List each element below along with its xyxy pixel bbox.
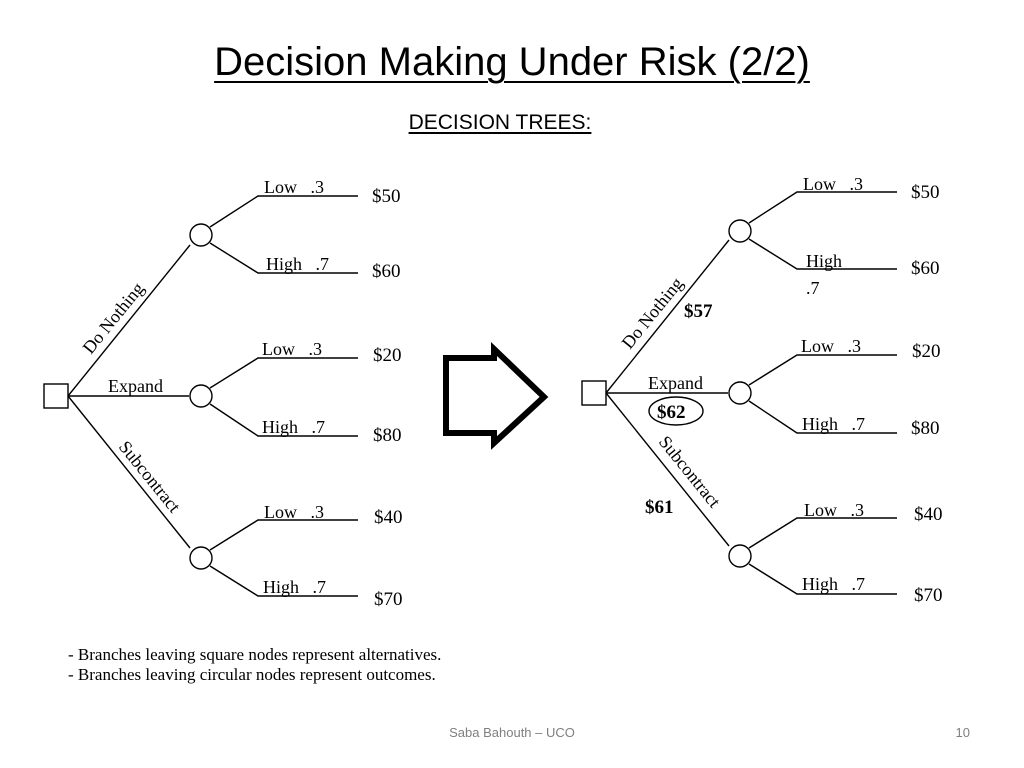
right-decision-node xyxy=(581,380,607,406)
right-outcome-line-3 xyxy=(748,354,897,386)
right-alt-label-do-nothing: Do Nothing xyxy=(618,273,687,352)
right-outcome-label-line2: .7 xyxy=(806,278,820,298)
right-branch-do-nothing xyxy=(605,239,730,394)
right-payoff: $80 xyxy=(911,418,940,439)
left-alt-label-subcontract: Subcontract xyxy=(115,437,185,516)
note-line: - Branches leaving square nodes represen… xyxy=(68,645,442,664)
slide-subtitle: DECISION TREES: xyxy=(408,111,592,134)
right-payoff: $40 xyxy=(914,504,943,525)
expected-value-subcontract: $61 xyxy=(645,497,674,518)
right-outcome-label: High .7 xyxy=(802,574,865,594)
left-payoff: $20 xyxy=(373,345,402,366)
left-chance-node-subcontract xyxy=(189,546,213,570)
expected-value-expand: $62 xyxy=(657,402,686,423)
right-outcome-label: Low .3 xyxy=(801,336,861,356)
right-outcome-label: High xyxy=(806,251,842,271)
left-payoff: $50 xyxy=(372,186,401,207)
left-decision-node xyxy=(43,383,69,409)
left-outcome-label: Low .3 xyxy=(262,339,322,359)
page-number: 10 xyxy=(955,725,970,740)
left-outcome-line-6 xyxy=(209,565,358,597)
left-alt-label-do-nothing: Do Nothing xyxy=(79,278,148,357)
right-outcome-line-1 xyxy=(748,191,897,224)
right-payoff: $20 xyxy=(912,341,941,362)
right-outcome-line-5 xyxy=(748,517,897,549)
right-alt-label-expand: Expand xyxy=(648,373,703,393)
footer-author: Saba Bahouth – UCO xyxy=(449,725,575,740)
left-outcome-line-5 xyxy=(209,519,358,551)
left-payoff: $60 xyxy=(372,261,401,282)
left-alt-label-expand: Expand xyxy=(108,376,163,396)
right-outcome-line-2 xyxy=(748,238,897,270)
left-outcome-label: High .7 xyxy=(266,254,329,274)
left-payoff: $80 xyxy=(373,425,402,446)
left-payoff: $70 xyxy=(374,589,403,610)
right-branch-subcontract xyxy=(605,392,730,547)
left-outcome-line-4 xyxy=(209,403,358,437)
right-outcome-label: Low .3 xyxy=(804,500,864,520)
expected-value-do-nothing: $57 xyxy=(684,301,713,322)
right-payoff: $70 xyxy=(914,585,943,606)
right-chance-node-do-nothing xyxy=(728,219,752,243)
left-branch-subcontract xyxy=(67,395,191,549)
right-outcome-label: High .7 xyxy=(802,414,865,434)
left-chance-node-do-nothing xyxy=(189,223,213,247)
notes: - Branches leaving square nodes represen… xyxy=(68,645,441,685)
left-payoff: $40 xyxy=(374,507,403,528)
right-chance-node-expand xyxy=(728,381,752,405)
note-line: - Branches leaving circular nodes repres… xyxy=(68,665,436,684)
left-chance-node-expand xyxy=(189,384,213,408)
left-outcome-label: Low .3 xyxy=(264,502,324,522)
left-outcome-label: High .7 xyxy=(263,577,326,597)
right-chance-node-subcontract xyxy=(728,544,752,568)
right-outcome-line-6 xyxy=(748,563,897,595)
left-outcome-line-3 xyxy=(209,357,358,389)
left-outcome-label: Low .3 xyxy=(264,177,324,197)
left-outcome-line-2 xyxy=(209,242,358,274)
right-payoff: $50 xyxy=(911,182,940,203)
left-outcome-label: High .7 xyxy=(262,417,325,437)
right-payoff: $60 xyxy=(911,258,940,279)
right-outcome-line-4 xyxy=(748,400,897,434)
right-outcome-label: Low .3 xyxy=(803,174,863,194)
best-choice-highlight xyxy=(648,396,704,426)
transform-arrow xyxy=(443,341,549,450)
slide-title: Decision Making Under Risk (2/2) xyxy=(214,40,810,84)
left-branch-do-nothing xyxy=(67,244,191,397)
left-outcome-line-1 xyxy=(209,195,358,228)
